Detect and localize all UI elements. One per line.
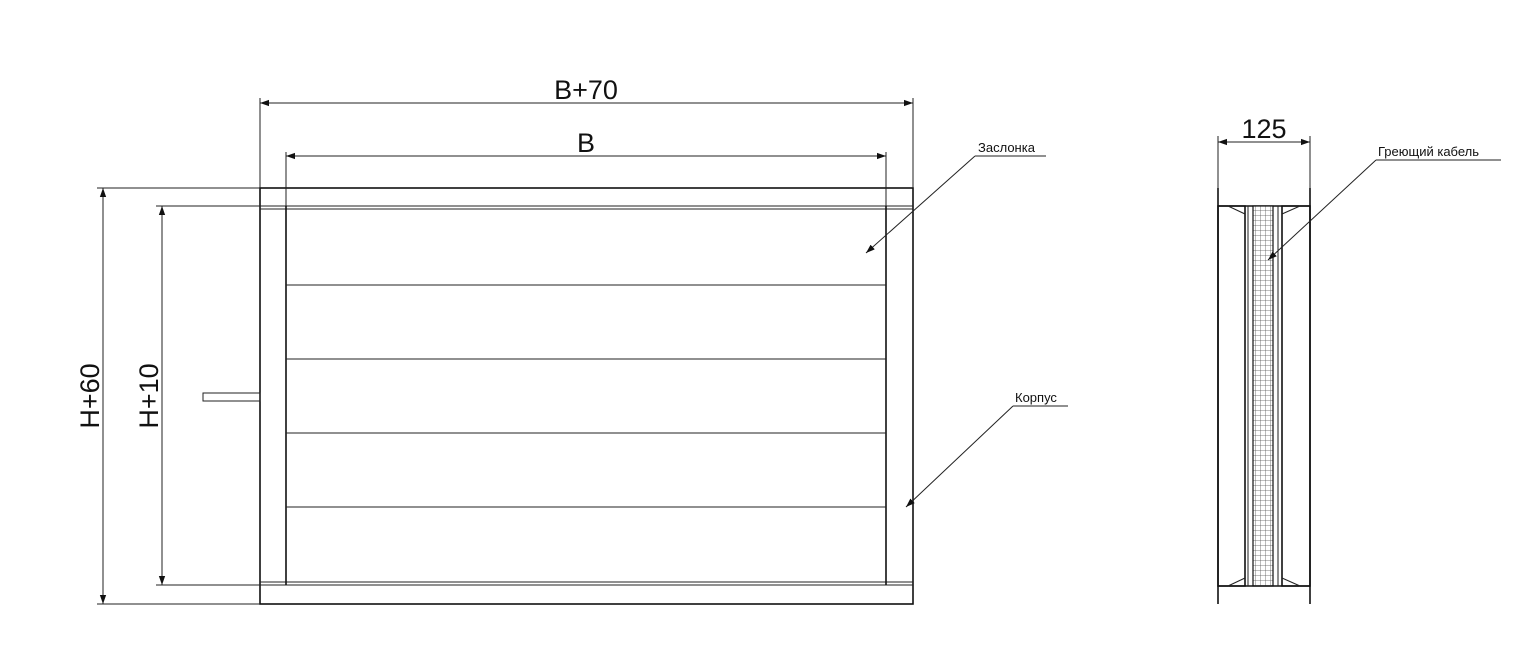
side-taper-top-left	[1227, 205, 1246, 215]
side-body-outline-right	[1281, 205, 1311, 587]
drive-shaft	[202, 392, 261, 402]
dim-label-inner-width: B	[577, 128, 595, 158]
side-taper-bottom-right	[1281, 577, 1301, 587]
heating-cable-mesh	[1252, 205, 1274, 587]
side-taper-bottom-left	[1227, 577, 1246, 587]
side-taper-top-right	[1281, 205, 1301, 215]
callout-heating-cable: Греющий кабель	[1378, 144, 1479, 159]
housing-outer-frame	[259, 187, 914, 605]
side-body-outline	[1217, 205, 1246, 587]
dim-label-depth: 125	[1241, 114, 1286, 144]
leader-cable	[1267, 159, 1377, 261]
side-view: 125 Греющий кабель	[1217, 114, 1501, 604]
dim-label-overall-height: H+60	[75, 363, 105, 428]
dim-label-inner-height: H+10	[134, 363, 164, 428]
callout-damper: Заслонка	[978, 140, 1036, 155]
dim-label-overall-width: B+70	[554, 75, 618, 105]
callout-housing: Корпус	[1015, 390, 1057, 405]
leader-housing	[905, 405, 1014, 508]
leader-damper	[865, 155, 976, 254]
front-view: B+70 B H+60 H+10 Заслонка Корпус	[75, 75, 1068, 605]
